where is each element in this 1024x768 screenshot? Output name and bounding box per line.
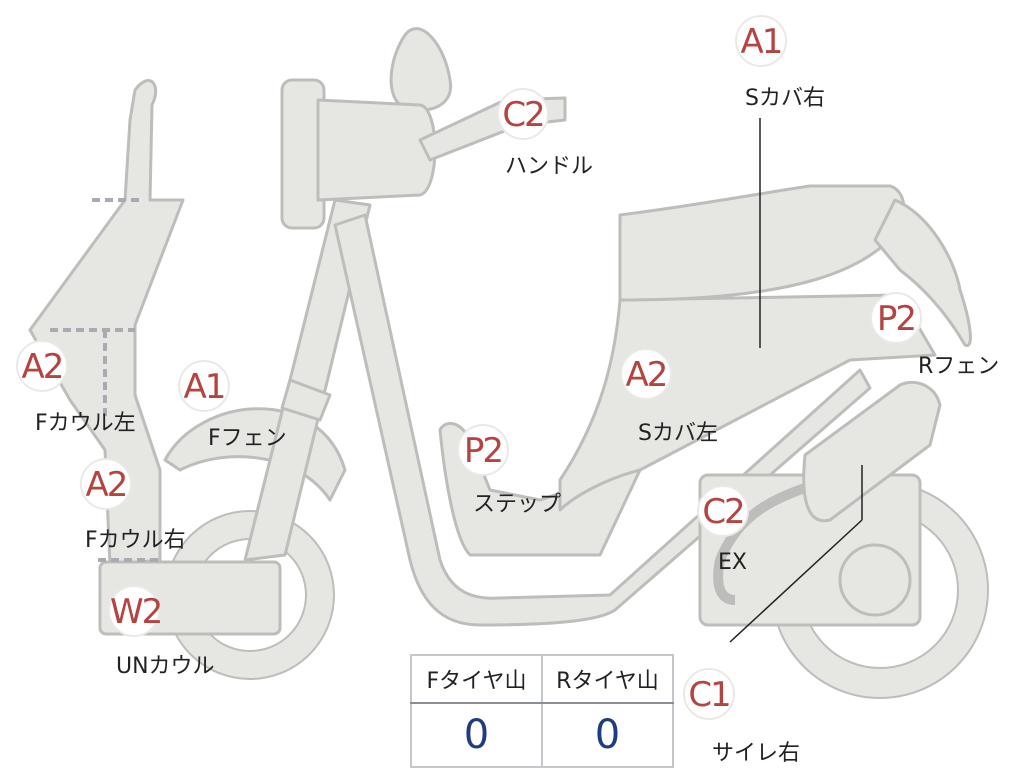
part-label: Sカバ右 xyxy=(745,86,825,111)
part-label: Fフェン xyxy=(208,426,287,451)
part-code[interactable]: A2 xyxy=(16,340,68,392)
part-label: サイレ右 xyxy=(712,741,801,766)
part-code[interactable]: C1 xyxy=(683,668,735,720)
part-label: Fカウル右 xyxy=(85,528,186,553)
front-fork xyxy=(243,198,372,562)
part-code[interactable]: C2 xyxy=(497,88,549,140)
part-label: Sカバ左 xyxy=(638,421,718,446)
exhaust-pipe xyxy=(713,475,832,605)
front-tire-tread-header: Fタイヤ山 xyxy=(410,654,543,704)
rear-tire-tread-header: Rタイヤ山 xyxy=(541,654,674,704)
part-code[interactable]: A2 xyxy=(620,348,672,400)
part-label: Fカウル左 xyxy=(35,411,136,436)
part-code[interactable]: A1 xyxy=(735,15,787,67)
part-label: EX xyxy=(718,550,747,575)
part-label: ハンドル xyxy=(505,154,594,179)
part-label: ステップ xyxy=(473,492,562,517)
tire-tread-table: Fタイヤ山 Rタイヤ山 0 0 xyxy=(410,654,674,768)
seat xyxy=(618,184,906,302)
muffler xyxy=(802,380,942,523)
part-label: Rフェン xyxy=(918,354,1000,379)
front-tire-tread-value[interactable]: 0 xyxy=(410,702,543,768)
part-code[interactable]: W2 xyxy=(108,585,163,637)
front-cowl xyxy=(28,79,185,567)
step xyxy=(438,421,642,557)
part-code[interactable]: P2 xyxy=(457,424,509,476)
headlight xyxy=(389,27,453,112)
part-code[interactable]: C2 xyxy=(697,485,749,537)
rear-fender xyxy=(873,198,972,347)
part-label: UNカウル xyxy=(116,654,215,679)
rear-tire-tread-value[interactable]: 0 xyxy=(541,702,674,768)
floorboard xyxy=(333,213,872,627)
part-code[interactable]: P2 xyxy=(870,292,922,344)
part-code[interactable]: A1 xyxy=(178,360,230,412)
part-code[interactable]: A2 xyxy=(80,458,132,510)
